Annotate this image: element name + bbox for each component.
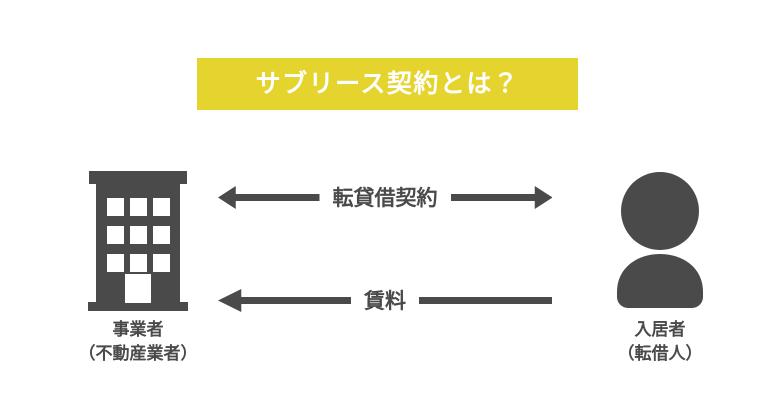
left-entity-label-main: 事業者 (112, 320, 164, 339)
relation-sublease-label: 転貸借契約 (332, 186, 438, 210)
arrow-left-rent-icon (218, 289, 351, 312)
office-building-icon (88, 171, 188, 311)
relation-rent: 賃料 (218, 284, 552, 318)
left-entity-label: 事業者 （不動産業者） (48, 318, 228, 366)
left-entity-building (88, 170, 188, 312)
right-entity-person (608, 170, 712, 312)
page-title: サブリース契約とは？ (255, 69, 520, 98)
line-right-rent-icon (419, 297, 552, 304)
relation-rent-label: 賃料 (364, 289, 406, 313)
right-entity-label-sub: （転借人） (617, 344, 703, 364)
arrow-left-sublease-icon (218, 186, 320, 209)
right-entity-label: 入居者 （転借人） (575, 318, 745, 366)
right-entity-label-main: 入居者 (634, 320, 686, 339)
left-entity-label-sub: （不動産業者） (78, 344, 198, 364)
arrow-right-sublease-icon (450, 186, 552, 209)
relation-sublease: 転貸借契約 (218, 181, 552, 215)
title-banner: サブリース契約とは？ (197, 58, 578, 110)
person-avatar-icon (617, 172, 703, 308)
